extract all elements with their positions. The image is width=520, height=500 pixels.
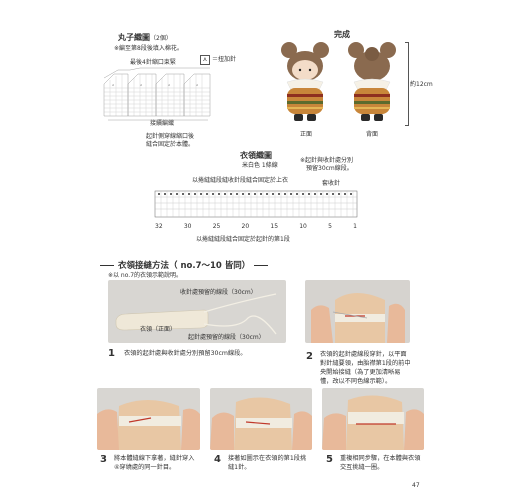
step-4-photo [210, 388, 312, 450]
title-rule-right [254, 264, 269, 266]
step-2-text-line-4: 懂，改以不同色線示範）。 [320, 378, 392, 385]
step-number: 4 [214, 454, 221, 465]
step-number: 1 [108, 348, 115, 359]
tick-label: 25 [212, 223, 221, 230]
tick-label: 32 [155, 223, 163, 230]
bind-off-label: 套收針 [322, 180, 341, 187]
step-2-text-line-3: 央開始接縫（為了更加清晰易 [320, 369, 401, 376]
height-bracket [405, 42, 409, 126]
method-title-row: 衣領接縫方法（ no.7～10 皆同） [100, 259, 269, 271]
collar-bottom-label: 以捲縫縫段縫合固定於起針的第1段 [196, 236, 290, 243]
doll-back-label: 背面 [366, 131, 379, 138]
title-rule-left [100, 264, 114, 266]
tick-label: 15 [270, 223, 279, 230]
step-number: 2 [306, 351, 313, 362]
ball-bottom-note-2: 縫合固定於本體。 [146, 141, 195, 148]
step-4-text-line-1: 接著如圖示在衣領的第1段挑 [228, 455, 307, 462]
step-number: 5 [326, 454, 333, 465]
legend-label: ＝扭加針 [212, 56, 237, 63]
ball-top-label: 最後4針縮口束緊 [130, 59, 176, 66]
ball-bottom-label: 接續編織 [150, 120, 175, 127]
tick-label: 20 [241, 223, 250, 230]
collar-chart-grid [154, 190, 358, 218]
step-5-text-line-1: 重複相同步驟，在本體與衣領 [340, 455, 421, 462]
step-5-text-line-2: 交互挑縫一圈。 [340, 464, 384, 471]
twist-increase-symbol: ⋏ [200, 55, 210, 65]
step-2-text-line-1: 衣領的起針處線段穿針，以平面 [320, 351, 407, 358]
doll-back-image [348, 42, 396, 121]
step-3-text-line-1: 將本體縫線下拿著，縫針穿入 [114, 455, 195, 462]
ball-chart-count: （2個） [150, 35, 172, 42]
method-subtitle: ※以 no.7的衣領示範說明。 [108, 272, 183, 279]
collar-note-2: 預留30cm線段。 [306, 165, 353, 172]
tick-label: 30 [183, 223, 192, 230]
step-2-text-line-2: 對針縫要領，由胎襟第1段的前中 [320, 360, 411, 367]
ball-chart-title: 丸子織圖 [118, 33, 150, 42]
ball-chart-grid: ⋏ ⋏ ⋏ ⋏ [103, 67, 211, 121]
svg-text:⋏: ⋏ [140, 83, 143, 87]
step-5-photo [322, 388, 424, 450]
step-4-text-line-2: 縫1針。 [228, 464, 251, 471]
method-title: 衣領接縫方法（ no.7～10 皆同） [118, 261, 251, 271]
finished-title: 完成 [334, 30, 350, 39]
collar-note-1: ※起針與收針處分別 [300, 157, 354, 164]
tick-label: 5 [328, 223, 332, 230]
annotation-bindoff-tail: 收針處預留的線段（30cm） [180, 289, 257, 296]
svg-text:⋏: ⋏ [168, 83, 171, 87]
collar-top-label: 以捲縫縫段縫收針段縫合固定於上衣 [192, 177, 289, 184]
ball-chart-note: ※編至第8段後填入棉花。 [114, 45, 183, 52]
annotation-collar-right-side: 衣領（正面） [140, 326, 177, 333]
step-1-photo [108, 280, 286, 343]
tick-label: 10 [299, 223, 307, 230]
doll-front-label: 正面 [300, 131, 313, 138]
step-2-photo [305, 280, 410, 343]
doll-front-image [281, 42, 329, 121]
step-3-photo [97, 388, 200, 450]
page-number: 47 [412, 482, 420, 489]
annotation-caston-tail: 起針處預留的線段（30cm） [188, 334, 265, 341]
legend: ⋏ ＝扭加針 [200, 55, 236, 65]
collar-chart-subtitle: 米白色 1條線 [242, 162, 278, 169]
step-number: 3 [100, 454, 107, 465]
tick-label: 1 [353, 223, 357, 230]
ball-bottom-note-1: 起針側穿線縮口後 [146, 133, 195, 140]
collar-chart-title: 衣領織圖 [240, 151, 272, 160]
collar-tick-labels: 32 30 25 20 15 10 5 1 [155, 223, 357, 231]
svg-text:⋏: ⋏ [112, 83, 115, 87]
doll-height-label: 約12cm [410, 81, 433, 88]
step-3-text-line-2: ④穿繞處的同一針目。 [114, 464, 176, 471]
step-1-text: 衣領的起針處與收針處分別預留30cm線段。 [124, 350, 247, 357]
svg-text:⋏: ⋏ [196, 83, 199, 87]
